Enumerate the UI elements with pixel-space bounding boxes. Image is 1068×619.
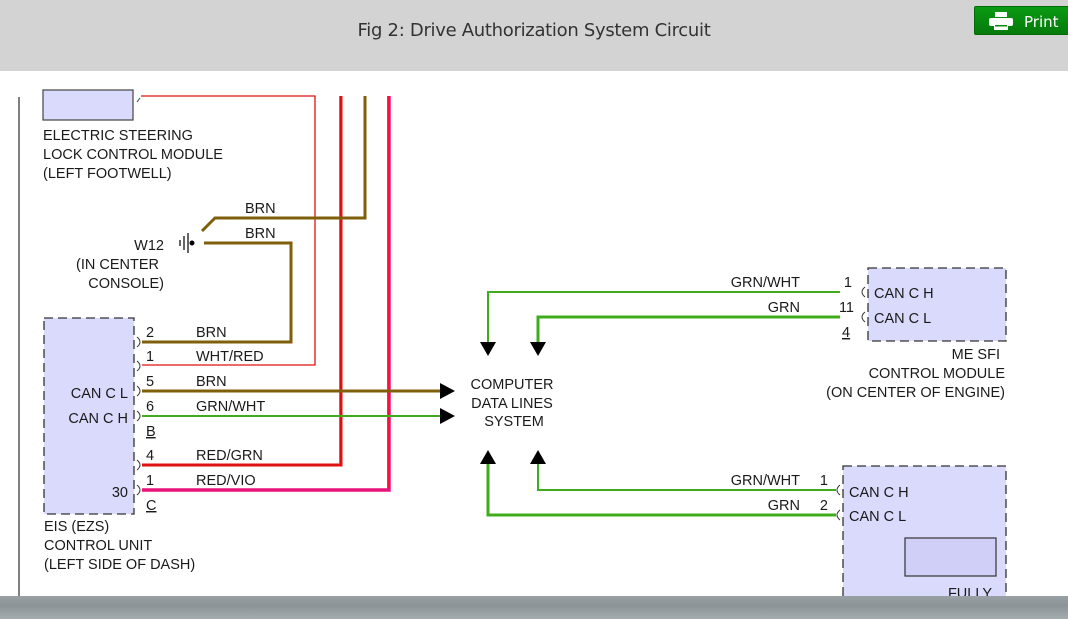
ground-brn-label-2: BRN: [245, 226, 276, 242]
header-bar: Fig 2: Drive Authorization System Circui…: [0, 0, 1068, 71]
me-sfi-pin-num: 11: [839, 300, 854, 316]
eis-pin-30: 30: [112, 485, 128, 501]
lower-module-pin-label: CAN C L: [849, 509, 906, 525]
page-title: Fig 2: Drive Authorization System Circui…: [357, 20, 711, 41]
me-sfi-name-1: ME SFI: [952, 347, 1000, 363]
ground-location-2: CONSOLE): [88, 276, 164, 292]
eis-pin-num: 2: [146, 325, 154, 341]
steering-lock-name-2: LOCK CONTROL MODULE: [43, 147, 223, 163]
bottom-bar: [0, 596, 1068, 619]
eis-pin-num: 1: [146, 349, 154, 365]
wire-grn-me-sfi: [536, 315, 840, 342]
steering-lock-name-3: (LEFT FOOTWELL): [43, 166, 172, 182]
lower-module-wire-color: GRN/WHT: [731, 473, 800, 489]
me-sfi-pin-num: 1: [844, 275, 852, 291]
wire-brn-ground-upper: [200, 96, 367, 233]
steering-lock-name-1: ELECTRIC STEERING: [43, 128, 193, 144]
eis-wire-color: BRN: [196, 374, 227, 390]
eis-pin-num: 6: [146, 399, 154, 415]
wiring-diagram: ELECTRIC STEERING LOCK CONTROL MODULE (L…: [0, 71, 1068, 607]
lower-module-name: FULLY: [948, 586, 992, 596]
arrow-down-icon: [530, 342, 546, 356]
eis-pin-can-c-l: CAN C L: [71, 386, 128, 402]
data-lines-label-2: DATA LINES: [471, 396, 553, 412]
eis-wire-color: WHT/RED: [196, 349, 264, 365]
eis-pin-num: 4: [146, 448, 154, 464]
ground-brn-label-1: BRN: [245, 201, 276, 217]
steering-lock-module: ELECTRIC STEERING LOCK CONTROL MODULE (L…: [42, 89, 223, 182]
print-label: Print: [1024, 13, 1059, 31]
arrow-right-icon: [440, 383, 455, 399]
lower-module-pin-num: 2: [820, 498, 828, 514]
printer-icon: [989, 12, 1013, 30]
eis-connector-c: C: [146, 498, 156, 514]
wire-brn-ground-lower: [142, 241, 293, 344]
me-sfi-connector: 4: [842, 325, 850, 341]
eis-wire-color: GRN/WHT: [196, 399, 265, 415]
me-sfi-wire-color: GRN/WHT: [731, 275, 800, 291]
ground-id: W12: [134, 238, 164, 254]
me-sfi-name-3: (ON CENTER OF ENGINE): [826, 385, 1005, 401]
eis-name-1: EIS (EZS): [44, 519, 109, 535]
lower-module-pin-label: CAN C H: [849, 485, 909, 501]
eis-wire-color: RED/GRN: [196, 448, 263, 464]
eis-wire-color: BRN: [196, 325, 227, 341]
arrow-up-icon: [480, 450, 496, 464]
me-sfi-pin-label: CAN C L: [874, 311, 931, 327]
data-lines-label-3: SYSTEM: [484, 414, 544, 430]
me-sfi-module: CAN C H CAN C L 1 11 4 GRN/WHT GRN ME SF…: [731, 267, 1007, 401]
wire-wht-red: [141, 95, 316, 366]
eis-connector-b: B: [146, 424, 156, 440]
me-sfi-wire-color: GRN: [768, 300, 800, 316]
me-sfi-pin-label: CAN C H: [874, 286, 934, 302]
wire-grnwht-lower: [537, 462, 836, 491]
eis-pin-num: 5: [146, 374, 154, 390]
eis-pin-num: 1: [146, 473, 154, 489]
eis-control-unit: CAN C L CAN C H 30 2 1 5 6 B 4 1 C BRN W…: [43, 317, 265, 573]
wire-grn-lower: [486, 462, 836, 517]
arrow-down-icon: [480, 342, 496, 356]
eis-name-3: (LEFT SIDE OF DASH): [44, 557, 195, 573]
arrow-right-icon: [440, 408, 455, 424]
eis-name-2: CONTROL UNIT: [44, 538, 152, 554]
eis-pin-can-c-h: CAN C H: [68, 411, 128, 427]
data-lines-label-1: COMPUTER: [471, 377, 554, 393]
me-sfi-name-2: CONTROL MODULE: [869, 366, 1006, 382]
lower-module-pin-num: 1: [820, 473, 828, 489]
print-button[interactable]: Print: [974, 6, 1068, 35]
lower-module-wire-color: GRN: [768, 498, 800, 514]
wire-red-vio: [142, 96, 391, 492]
ground-w12-icon: [179, 233, 195, 253]
lower-module: CAN C H CAN C L 1 2 GRN/WHT GRN FULLY: [731, 465, 1007, 607]
eis-wire-color: RED/VIO: [196, 473, 256, 489]
ground-location-1: (IN CENTER: [76, 257, 159, 273]
wire-grnwht-me-sfi: [487, 291, 840, 342]
arrow-up-icon: [530, 450, 546, 464]
